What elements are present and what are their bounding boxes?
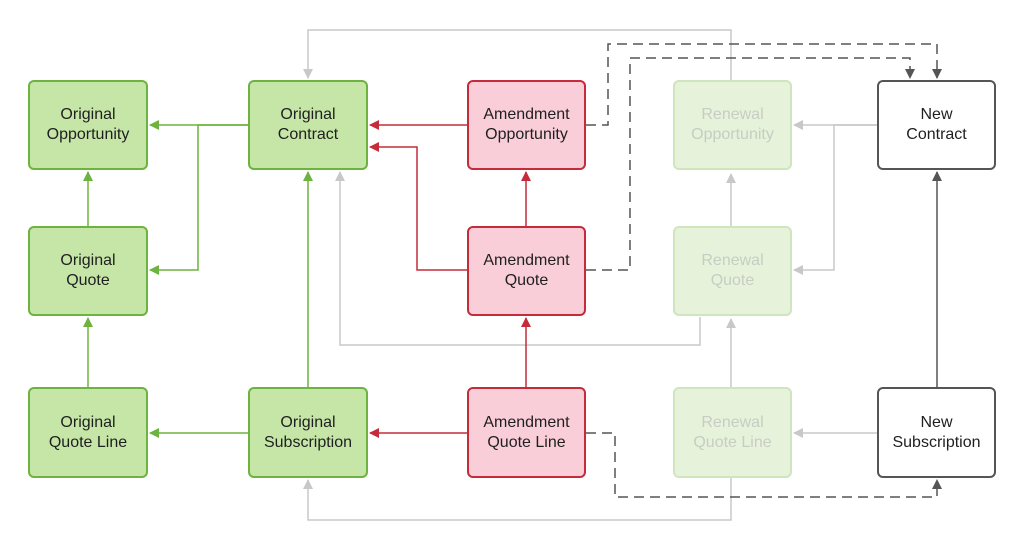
node-renewal-quote-line: Renewal Quote Line <box>673 387 792 478</box>
edge-amendment-opportunity-to-new-contract <box>586 43 942 126</box>
node-new-contract: New Contract <box>877 80 996 170</box>
node-label: Amendment Opportunity <box>483 106 570 143</box>
node-new-subscription: New Subscription <box>877 387 996 478</box>
node-label: Renewal Opportunity <box>691 106 774 143</box>
node-label: New Subscription <box>892 413 981 451</box>
node-label: New Contract <box>906 106 967 143</box>
node-label: Amendment Quote Line <box>483 413 570 451</box>
node-label: Renewal Quote <box>701 252 764 289</box>
node-renewal-opportunity: Renewal Opportunity <box>673 80 792 170</box>
node-label: Renewal Quote Line <box>693 413 772 451</box>
node-original-quote: Original Quote <box>28 226 148 316</box>
node-amendment-opportunity: Amendment Opportunity <box>467 80 586 170</box>
edge-renewal-quote-line-to-original-subscription <box>303 478 732 521</box>
node-label: Original Opportunity <box>46 106 130 143</box>
edge-original-contract-to-original-quote <box>149 124 248 275</box>
node-original-opportunity: Original Opportunity <box>28 80 148 170</box>
node-label: Original Quote Line <box>48 413 128 451</box>
node-amendment-quote: Amendment Quote <box>467 226 586 316</box>
node-renewal-quote: Renewal Quote <box>673 226 792 316</box>
node-label: Original Quote <box>60 252 116 289</box>
edge-renewal-opportunity-to-original-contract <box>303 29 732 80</box>
node-label: Original Subscription <box>263 413 353 451</box>
node-label: Amendment Quote <box>483 252 570 289</box>
node-original-quote-line: Original Quote Line <box>28 387 148 478</box>
edge-amendment-quote-to-original-contract <box>369 142 467 271</box>
node-original-subscription: Original Subscription <box>248 387 368 478</box>
node-label: Original Contract <box>277 106 339 143</box>
edge-renewal-quote-to-original-contract <box>335 171 701 346</box>
edge-amendment-quote-to-new-contract <box>586 57 915 271</box>
node-original-contract: Original Contract <box>248 80 368 170</box>
node-amendment-quote-line: Amendment Quote Line <box>467 387 586 478</box>
edge-amendment-quote-line-to-new-subscription <box>586 432 942 498</box>
edge-new-contract-to-renewal-quote <box>793 124 877 275</box>
